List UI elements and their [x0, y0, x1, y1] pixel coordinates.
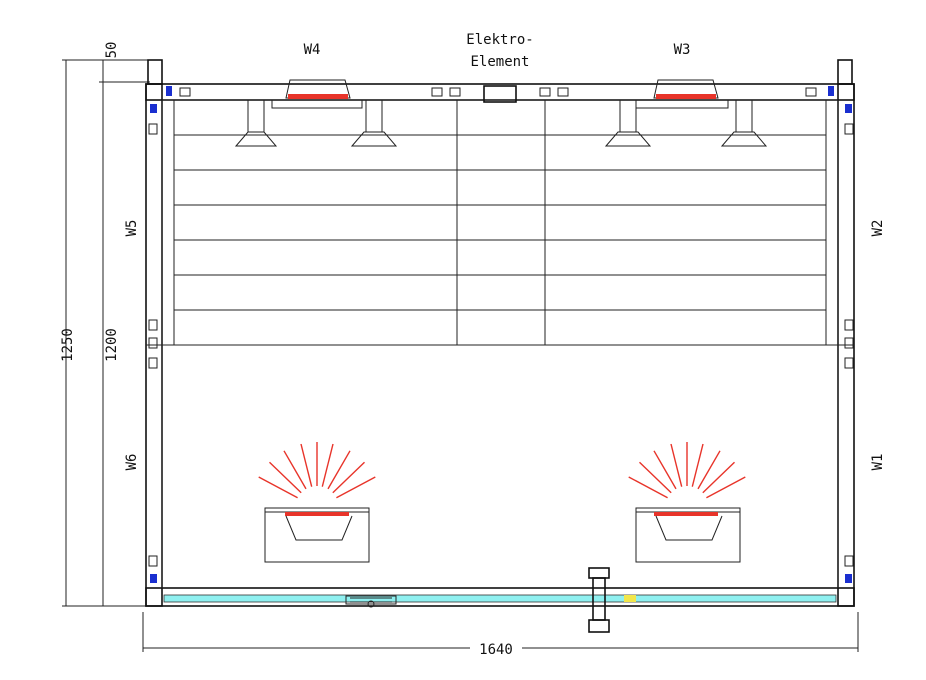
clip [844, 555, 854, 567]
clip [844, 319, 854, 331]
heat-rays [258, 442, 376, 499]
clip [148, 123, 158, 135]
heater-housing [264, 507, 370, 563]
bench-leg-icon [350, 99, 398, 147]
label-w3: W3 [674, 42, 691, 58]
marker-blue-right-lower [845, 574, 852, 583]
heat-ray [697, 450, 721, 490]
heater-red-bar [654, 512, 718, 516]
heater-mount [271, 99, 363, 109]
label-w4: W4 [304, 42, 321, 58]
infrared-heater-icon [285, 515, 353, 541]
door-handle-icon [588, 567, 610, 633]
wall-clips [148, 87, 854, 567]
label-w1: W1 [870, 454, 886, 471]
clip [805, 87, 817, 97]
door-hinge [345, 595, 397, 608]
clip [844, 357, 854, 369]
heater-red-bar [285, 512, 349, 516]
heat-ray [283, 450, 307, 490]
heat-rays [628, 442, 746, 499]
clip [844, 123, 854, 135]
marker-blue-right-upper [845, 104, 852, 113]
marker-blue-top-right [828, 86, 834, 96]
clip [557, 87, 569, 97]
label-elektro-line2: Element [470, 54, 529, 70]
label-w6: W6 [124, 454, 140, 471]
heater-mount [635, 99, 729, 109]
corner-post-right [837, 59, 853, 85]
dimension-lines [62, 59, 859, 652]
clip [148, 357, 158, 369]
heat-ray [300, 443, 313, 487]
label-w5: W5 [124, 220, 140, 237]
bench-leg-icon [720, 99, 768, 147]
clip [431, 87, 443, 97]
heat-ray [332, 461, 365, 494]
heat-ray [691, 443, 704, 487]
floor-heater-right [628, 442, 746, 563]
marker-blue-top-left [166, 86, 172, 96]
heat-ray [336, 476, 376, 499]
heat-ray [653, 450, 677, 490]
clip [179, 87, 191, 97]
bench [162, 100, 838, 346]
clip [844, 337, 854, 349]
infrared-heater-icon [655, 515, 723, 541]
clip [148, 337, 158, 349]
heat-ray [628, 476, 668, 499]
corner-markers [150, 86, 852, 583]
heat-ray [327, 450, 351, 490]
heat-ray [321, 443, 334, 487]
heat-ray [702, 461, 735, 494]
bench-leg-icon [234, 99, 278, 147]
elektro-element-box [483, 85, 517, 103]
clip [148, 555, 158, 567]
floor-heater-left [258, 442, 376, 563]
label-elektro-line1: Elektro- [466, 32, 533, 48]
marker-blue-left-upper [150, 104, 157, 113]
heater-red-bar [288, 94, 348, 99]
heater-housing [635, 507, 741, 563]
glass-front [163, 594, 837, 603]
bench-leg-icon [604, 99, 652, 147]
dim-1250-label: 1250 [60, 328, 76, 362]
dim-1640-label: 1640 [479, 642, 513, 658]
dim-1200-label: 1200 [104, 328, 120, 362]
marker-blue-left-lower [150, 574, 157, 583]
heat-ray [706, 476, 746, 499]
heater-red-bar [656, 94, 716, 99]
front-wall [145, 587, 855, 607]
dim-50-label: 50 [104, 42, 120, 59]
heat-ray [269, 461, 302, 494]
heat-ray [670, 443, 683, 487]
clip [539, 87, 551, 97]
heater-w4 [234, 79, 398, 147]
corner-post-left [147, 59, 163, 85]
label-w2: W2 [870, 220, 886, 237]
glass-marker-yellow [624, 595, 636, 602]
heat-ray [639, 461, 672, 494]
heat-ray [258, 476, 298, 499]
clip [449, 87, 461, 97]
clip [148, 319, 158, 331]
heater-w3 [604, 79, 768, 147]
